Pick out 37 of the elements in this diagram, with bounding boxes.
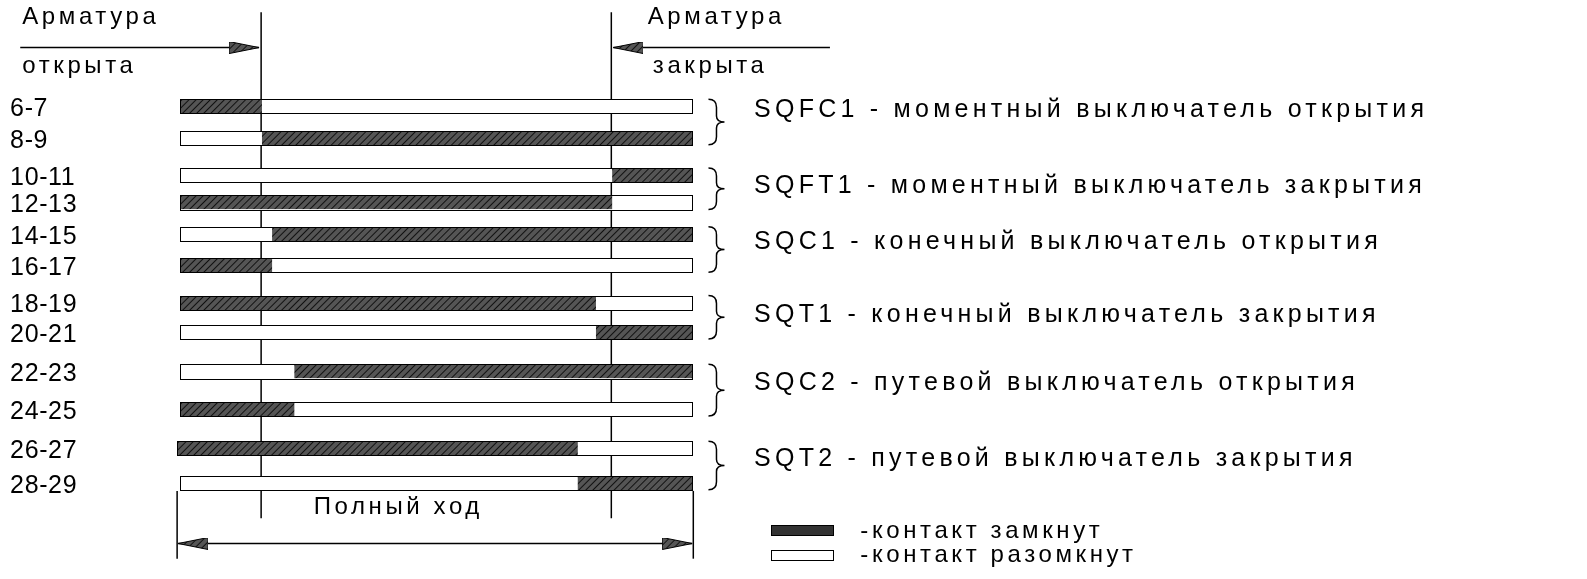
- contact-bar: [180, 99, 694, 115]
- contact-number: 22-23: [10, 360, 78, 386]
- switch-description: SQT2 - путевой выключатель закрытия: [754, 445, 1357, 471]
- contact-bar: [180, 401, 694, 417]
- annotation-label: Полный ход: [313, 493, 483, 518]
- contact-number: 8-9: [10, 126, 49, 152]
- annotation-label: открыта: [22, 52, 137, 77]
- contact-bar: [180, 364, 694, 380]
- switch-description: SQFC1 - моментный выключатель открытия: [754, 96, 1429, 122]
- contact-bar: [180, 295, 694, 311]
- contact-number: 16-17: [10, 254, 78, 280]
- annotation-label: закрыта: [652, 52, 768, 77]
- contact-number: 20-21: [10, 320, 78, 346]
- switch-description: SQFT1 - моментный выключатель закрытия: [754, 172, 1426, 198]
- contact-number: 26-27: [10, 437, 78, 463]
- contact-bar: [180, 258, 694, 274]
- contact-bar: [177, 441, 694, 457]
- contact-number: 10-11: [10, 163, 76, 189]
- contact-number: 28-29: [10, 471, 78, 497]
- contact-number: 24-25: [10, 397, 78, 423]
- switch-description: SQT1 - конечный выключатель закрытия: [754, 300, 1380, 326]
- switch-description: SQC1 - конечный выключатель открытия: [754, 227, 1383, 253]
- legend-label: -контакт замкнут: [860, 518, 1104, 543]
- contact-number: 6-7: [10, 95, 49, 121]
- annotation-label: Арматура: [647, 4, 785, 29]
- contact-bar: [180, 168, 694, 184]
- legend-label: -контакт разомкнут: [860, 542, 1137, 567]
- contact-bar: [180, 195, 694, 211]
- contact-number: 12-13: [10, 191, 78, 217]
- contact-number: 14-15: [10, 222, 78, 248]
- contact-number: 18-19: [10, 291, 78, 317]
- switch-description: SQC2 - путевой выключатель открытия: [754, 369, 1359, 395]
- annotation-label: Арматура: [22, 4, 160, 29]
- contact-bar: [180, 226, 694, 242]
- contact-bar: [180, 324, 694, 341]
- contact-bar: [180, 130, 694, 146]
- contact-bar: [180, 475, 694, 491]
